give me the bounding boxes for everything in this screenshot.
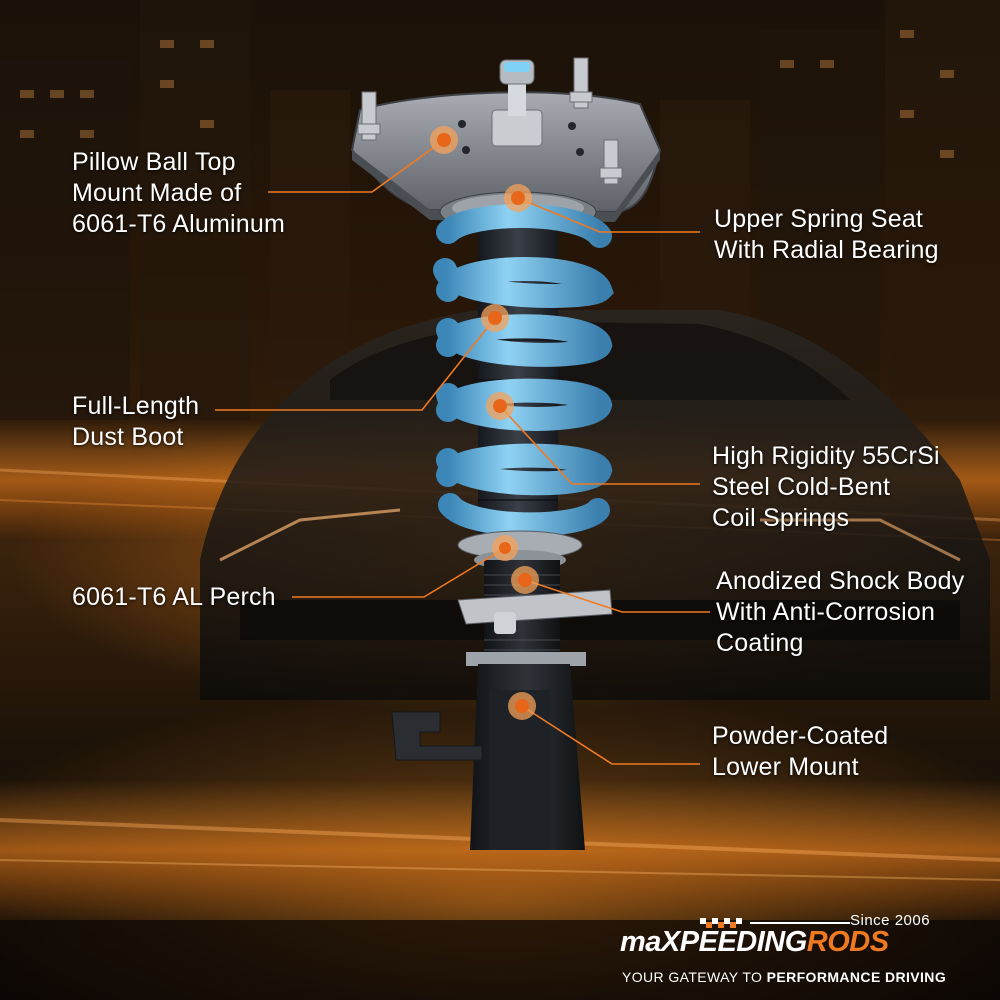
coil-spring: [433, 204, 614, 537]
label-pillow-ball-top-mount: Pillow Ball Top Mount Made of 6061-T6 Al…: [72, 148, 286, 238]
brand-wordmark-part1: maX: [620, 926, 680, 958]
brand-wordmark-part3: RODS: [806, 926, 889, 958]
pillow-ball-top-mount: [350, 57, 662, 222]
brand-since: Since 2006: [850, 912, 931, 929]
brand-wordmark-part2: PEEDING: [679, 926, 808, 958]
brand-tagline-emphasis: PERFORMANCE DRIVING: [766, 969, 947, 985]
label-al-perch: 6061-T6 AL Perch: [72, 583, 276, 611]
checkered-flag-icon: [700, 918, 850, 928]
label-upper-spring-seat: Upper Spring Seat With Radial Bearing: [714, 205, 939, 264]
building-windows: [20, 30, 954, 158]
callout-lines: [215, 139, 710, 765]
label-shock-body: Anodized Shock Body With Anti-Corrosion …: [716, 567, 965, 657]
label-coil-springs: High Rigidity 55CrSi Steel Cold-Bent Coi…: [712, 442, 940, 532]
lower-mount: [391, 664, 585, 850]
label-lower-mount: Powder-Coated Lower Mount: [712, 722, 889, 781]
brand-logo: Since 2006 maXPEEDINGRODS YOUR GATEWAY T…: [618, 912, 958, 992]
label-dust-boot: Full-Length Dust Boot: [72, 392, 200, 451]
brand-tagline-prefix: YOUR GATEWAY TO: [622, 969, 767, 985]
callout-markers: [430, 126, 539, 720]
brand-tagline: YOUR GATEWAY TO PERFORMANCE DRIVING: [622, 969, 946, 985]
brand-wordmark: maXPEEDINGRODS: [620, 926, 889, 959]
buildings: [0, 0, 1000, 420]
